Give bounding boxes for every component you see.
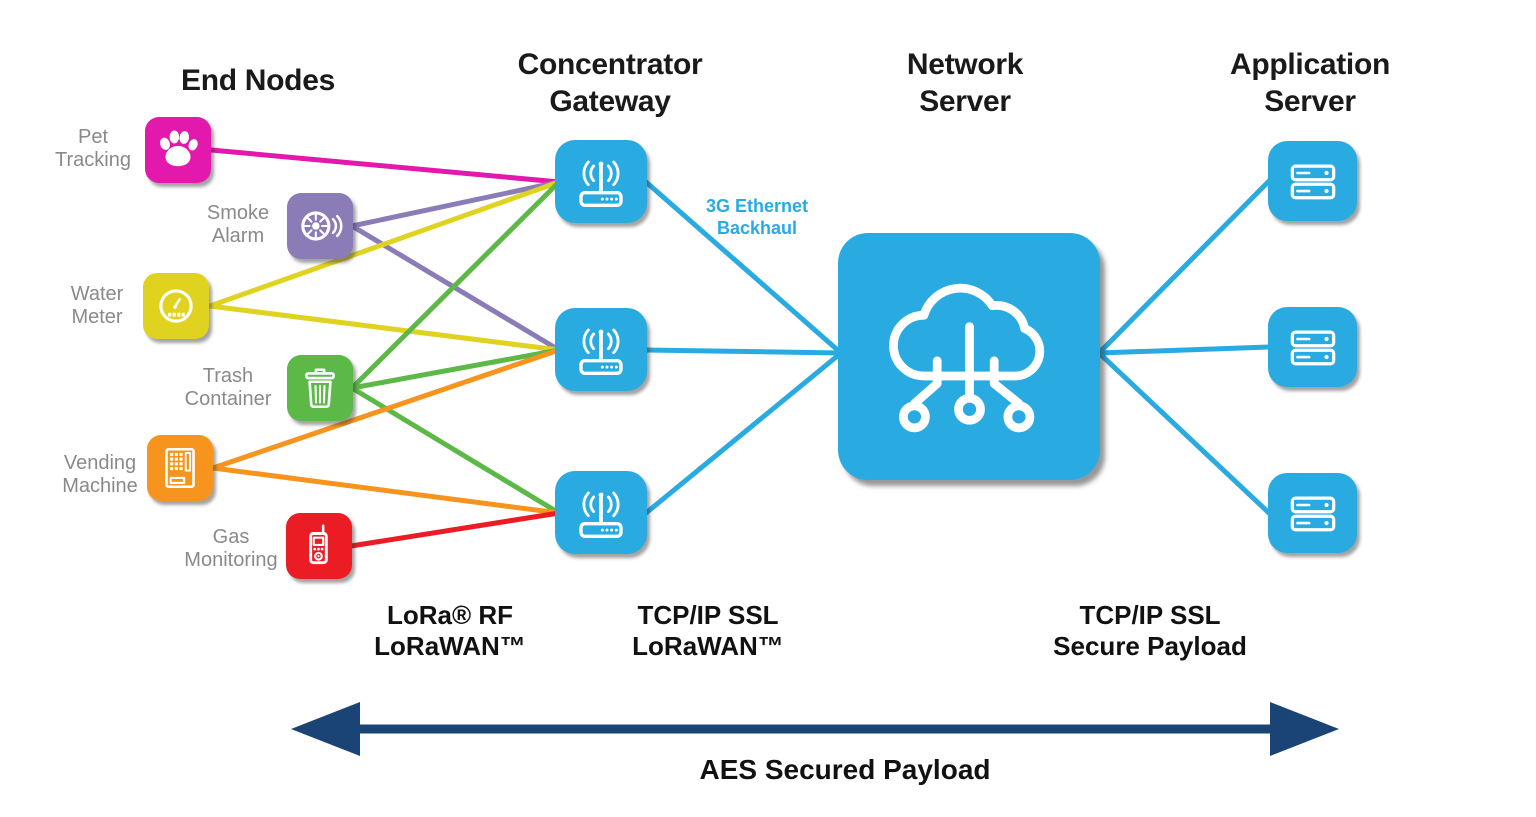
pet-tracking-node: [145, 117, 211, 183]
protocol-label-tcpip-secure: TCP/IP SSL Secure Payload: [1053, 600, 1247, 661]
connection-trash-gw3: [349, 385, 562, 516]
gas-detector-icon: [309, 524, 328, 565]
trash-container-node: [287, 355, 353, 421]
gas-monitoring-node: [286, 513, 352, 579]
backhaul-label: 3G Ethernet Backhaul: [705, 196, 809, 238]
server-rack-icon: [1290, 164, 1335, 200]
concentrator-gateway-title: Concentrator Gateway: [517, 48, 703, 118]
water-meter-gauge-icon: [159, 289, 193, 323]
app-server-1: [1268, 141, 1357, 221]
connection-trash-gw2: [349, 347, 562, 391]
node-label-trash-container: Trash Container: [184, 365, 272, 410]
connection-vending-gw2: [210, 347, 562, 471]
aes-arrow: [291, 702, 1339, 756]
protocol-label-tcpip-lorawan: TCP/IP SSL LoRaWAN™: [632, 600, 784, 661]
end-nodes-title: End Nodes: [181, 64, 335, 97]
connection-gw2-ns: [643, 347, 844, 356]
wifi-router-icon: [579, 491, 623, 538]
node-label-gas-monitoring: Gas Monitoring: [184, 526, 278, 571]
connection-ns-app2: [1096, 344, 1272, 356]
server-rack-icon: [1290, 496, 1335, 532]
water-meter-node: [143, 273, 209, 339]
connection-pet-gw1: [208, 147, 562, 185]
node-label-pet-tracking: Pet Tracking: [55, 126, 131, 171]
connection-water-gw1: [207, 179, 562, 309]
trash-can-icon: [305, 368, 335, 409]
protocol-label-lora-rf: LoRa® RF LoRaWAN™: [374, 600, 526, 661]
connection-ns-app1: [1096, 178, 1272, 356]
connection-ns-app3: [1096, 350, 1272, 516]
connection-trash-gw1: [349, 179, 562, 391]
vending-machine-icon: [165, 447, 195, 489]
app-server-3: [1268, 473, 1357, 553]
node-label-water-meter: Water Meter: [70, 283, 124, 328]
application-server-title: Application Server: [1229, 48, 1391, 118]
aes-arrow-label: AES Secured Payload: [699, 754, 991, 785]
smoke-alarm-node: [287, 193, 353, 259]
connection-gw1-ns: [643, 179, 844, 356]
vending-machine-node: [147, 435, 213, 501]
network-server-box: [838, 233, 1100, 480]
gateway-3: [555, 471, 647, 554]
connection-gas-gw3: [348, 510, 562, 549]
network-server-title: Network Server: [906, 48, 1024, 118]
cloud-network-icon: [888, 283, 1044, 432]
smoke-detector-icon: [301, 211, 343, 241]
wifi-router-icon: [579, 160, 623, 207]
paw-icon: [160, 130, 198, 167]
connection-vending-gw3: [210, 465, 562, 516]
node-label-smoke-alarm: Smoke Alarm: [206, 202, 270, 247]
gateway-1: [555, 140, 647, 223]
app-server-2: [1268, 307, 1357, 387]
server-rack-icon: [1290, 330, 1335, 366]
gateway-2: [555, 308, 647, 391]
connection-gw3-ns: [643, 350, 844, 516]
connection-smoke-gw1: [349, 179, 562, 229]
connection-water-gw2: [207, 303, 562, 353]
wifi-router-icon: [579, 328, 623, 375]
node-label-vending-machine: Vending Machine: [62, 452, 138, 497]
